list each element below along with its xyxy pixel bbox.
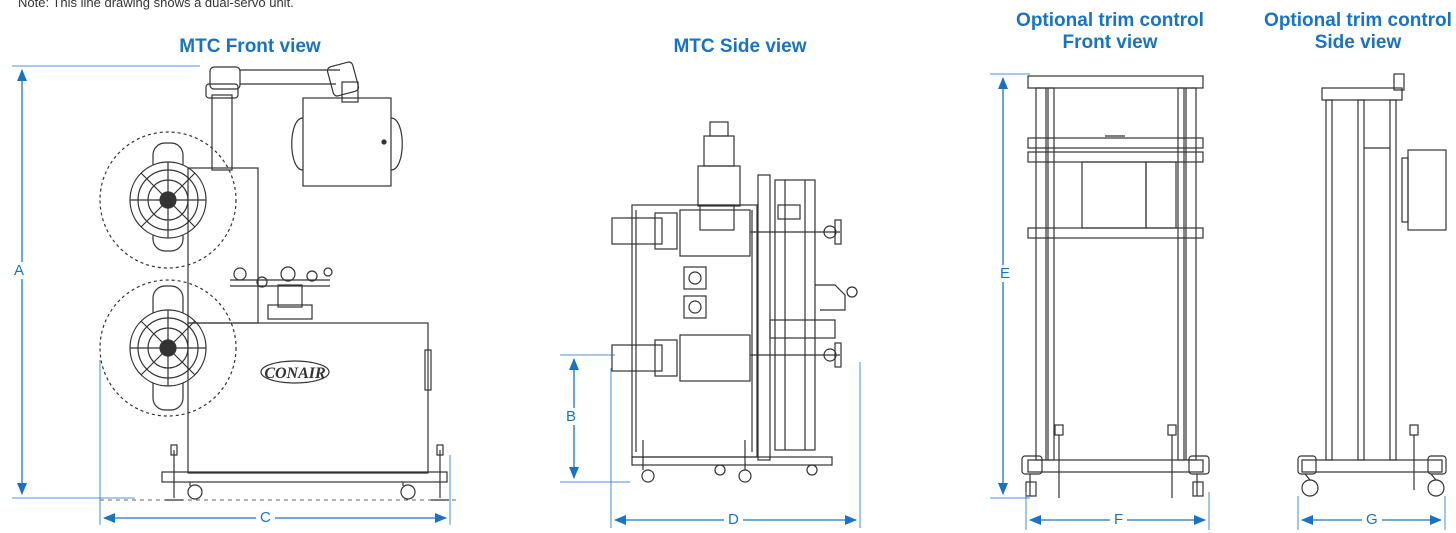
title-mtc-side: MTC Side view [673, 36, 807, 57]
mtc-front-drawing [99, 61, 460, 501]
title-mtc-front: MTC Front view [179, 36, 321, 57]
drawing-note: Note: This line drawing shows a dual-ser… [18, 0, 294, 10]
dimension-label-g: G [1362, 511, 1382, 528]
dimension-label-e: E [996, 265, 1015, 282]
dimension-label-b: B [562, 408, 581, 425]
trim-side-drawing [1297, 73, 1447, 497]
dimension-label-a: A [10, 262, 29, 279]
trim-front-drawing [1021, 75, 1210, 498]
mtc-side-drawing [611, 121, 858, 483]
conair-logo: CONAIR [264, 365, 326, 382]
dimension-label-d: D [724, 511, 743, 528]
dimension-label-c: C [256, 509, 275, 526]
dimension-label-f: F [1110, 511, 1128, 528]
